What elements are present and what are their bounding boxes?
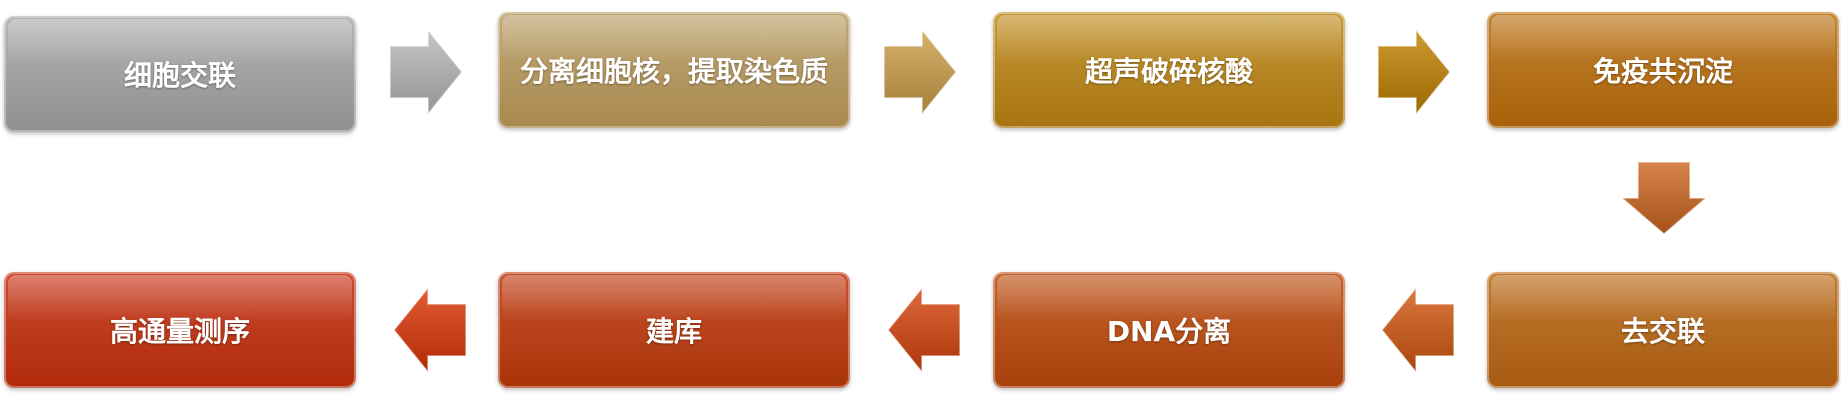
step-label: 高通量测序 [109,315,250,348]
step-sonication: 超声破碎核酸 [993,12,1345,128]
arrow-shape [1377,28,1451,116]
step-label: DNA分离 [1106,315,1232,348]
step-label: 分离细胞核，提取染色质 [519,55,828,88]
step-label: 免疫共沉淀 [1592,55,1733,88]
arrow-left-icon [1380,286,1456,374]
step-label: 去交联 [1620,315,1705,348]
arrow-shape [883,28,957,116]
arrow-right-icon [1376,28,1452,116]
step-isolate-nuclei-extract-chromatin: 分离细胞核，提取染色质 [498,12,850,128]
step-library-construction: 建库 [498,272,850,388]
step-label: 细胞交联 [123,59,236,92]
step-immunoprecipitation: 免疫共沉淀 [1487,12,1839,128]
step-reverse-crosslinking: 去交联 [1487,272,1839,388]
arrow-right-icon [882,28,958,116]
step-high-throughput-sequencing: 高通量测序 [4,272,356,388]
arrow-down-icon [1620,160,1708,236]
arrow-shape [389,28,463,116]
arrow-shape [1620,161,1708,235]
arrow-shape [393,286,467,374]
arrow-left-icon [392,286,468,374]
arrow-right-icon [388,28,464,116]
step-label: 建库 [645,315,702,348]
step-label: 超声破碎核酸 [1084,55,1253,88]
arrow-left-icon [886,286,962,374]
step-dna-isolation: DNA分离 [993,272,1345,388]
arrow-shape [1381,286,1455,374]
step-cell-crosslinking: 细胞交联 [4,16,356,132]
arrow-shape [887,286,961,374]
